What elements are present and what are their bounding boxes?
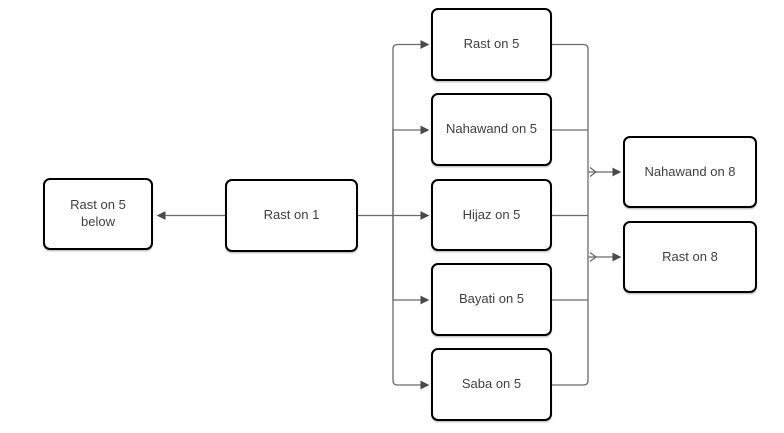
- node-label: Bayati on 5: [458, 291, 525, 307]
- node-bayati-on-5[interactable]: Bayati on 5: [431, 263, 552, 336]
- edge-rast1-to-rast5: [392, 40, 430, 216]
- node-label: Rast on 5 below: [70, 197, 126, 229]
- edge-rast1-to-saba5: [392, 215, 430, 390]
- edge-rast1-to-nahawand5: [392, 125, 430, 216]
- node-nahawand-on-5[interactable]: Nahawand on 5: [431, 93, 552, 166]
- node-label: Hijaz on 5: [462, 206, 521, 222]
- edge-rast5-out: [552, 43, 589, 50]
- node-label: Rast on 1: [263, 207, 320, 223]
- node-rast-on-5[interactable]: Rast on 5: [431, 8, 552, 81]
- node-rast-on-1[interactable]: Rast on 1: [225, 179, 358, 252]
- edge-rast1-to-bayati5: [392, 215, 430, 305]
- node-saba-on-5[interactable]: Saba on 5: [431, 348, 552, 421]
- node-label: Nahawand on 5: [445, 121, 538, 137]
- edge-saba5-out: [552, 380, 589, 386]
- node-label: Rast on 5: [463, 36, 520, 52]
- node-label: Nahawand on 8: [644, 163, 736, 179]
- node-label: Saba on 5: [461, 376, 522, 392]
- node-nahawand-on-8[interactable]: Nahawand on 8: [623, 136, 757, 208]
- node-rast-on-5-below[interactable]: Rast on 5 below: [43, 178, 153, 250]
- node-rast-on-8[interactable]: Rast on 8: [623, 221, 757, 293]
- node-hijaz-on-5[interactable]: Hijaz on 5: [431, 179, 552, 251]
- node-label: Rast on 8: [662, 248, 718, 264]
